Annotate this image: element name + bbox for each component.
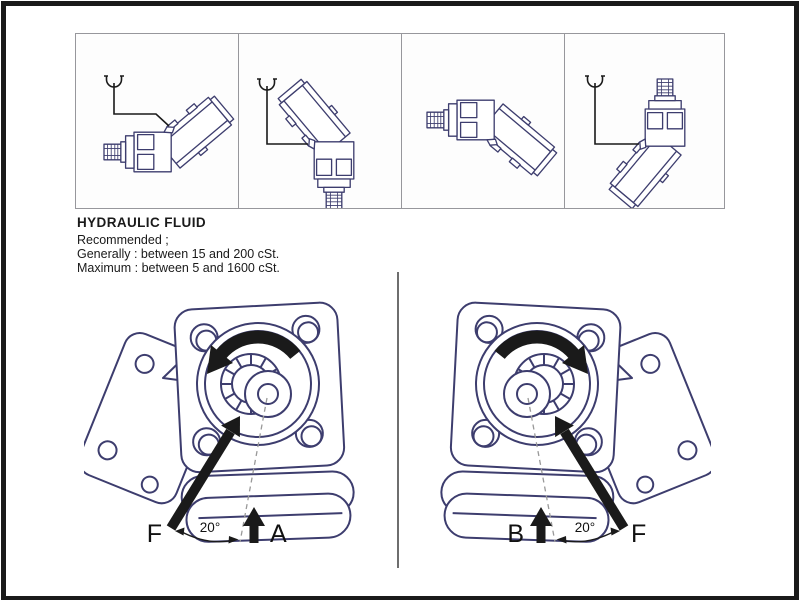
mounting-positions-row bbox=[75, 33, 725, 209]
rotation-diagram-left: F 20° A bbox=[84, 285, 394, 570]
fluid-line-generally: Generally : between 15 and 200 cSt. bbox=[77, 247, 280, 262]
direction-label-a: A bbox=[270, 520, 287, 548]
counter-clockwise-rotation-arrow-icon bbox=[84, 302, 355, 544]
flow-label-f: F bbox=[147, 520, 162, 548]
breather-line bbox=[113, 83, 170, 127]
pump-side-view-shaft-left-bend-up-icon bbox=[103, 75, 238, 173]
pump-side-view-shaft-up-bend-lower-left-icon bbox=[584, 75, 686, 208]
hydraulic-fluid-section: HYDRAULIC FLUID Recommended ; Generally … bbox=[77, 215, 280, 276]
pump-side-view-shaft-left-bend-down-icon bbox=[426, 99, 562, 183]
direction-label-b: B bbox=[507, 520, 524, 548]
fluid-line-recommended: Recommended ; bbox=[77, 233, 169, 247]
fluid-line-maximum: Maximum : between 5 and 1600 cSt. bbox=[77, 261, 280, 276]
angle-label: 20° bbox=[200, 520, 220, 535]
rotation-diagram-right: B 20° F bbox=[401, 285, 711, 570]
breather-line bbox=[266, 86, 308, 145]
section-title: HYDRAULIC FLUID bbox=[77, 215, 206, 230]
mounting-position-panel-4 bbox=[565, 34, 726, 208]
pump-side-view-shaft-down-bend-upper-left-icon bbox=[256, 74, 355, 208]
mounting-position-panel-2 bbox=[239, 34, 402, 208]
breather-line bbox=[594, 83, 639, 145]
mounting-position-panel-1 bbox=[76, 34, 239, 208]
mounting-position-panel-3 bbox=[402, 34, 565, 208]
clockwise-rotation-arrow-icon bbox=[440, 302, 711, 544]
angle-label: 20° bbox=[575, 520, 595, 535]
flow-label-f: F bbox=[631, 520, 646, 548]
vertical-divider bbox=[397, 272, 399, 568]
